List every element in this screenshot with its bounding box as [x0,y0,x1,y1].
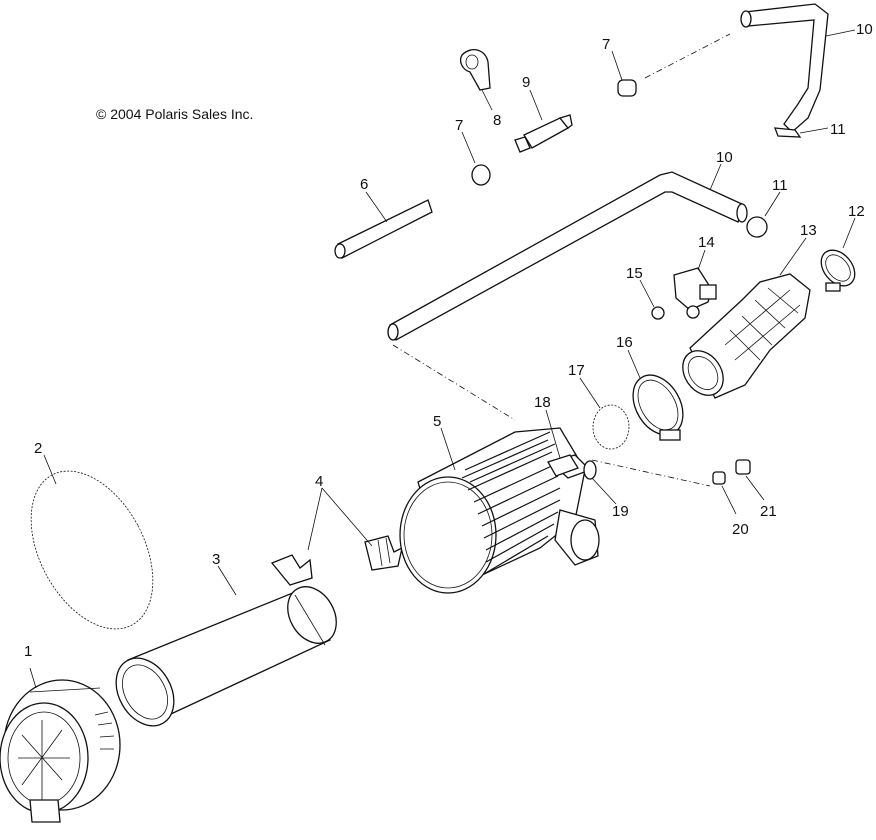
part-16-clamp [632,374,684,441]
callout-7-lower: 7 [455,117,463,134]
part-14-sensor [673,267,717,319]
callout-14: 14 [698,234,715,251]
part-20-plug [712,471,726,485]
part-17-seal [592,404,630,450]
callout-3: 3 [212,551,220,568]
part-1-cover [0,679,121,823]
part-10-vent-hose-long [387,171,748,341]
callout-6: 6 [360,176,368,193]
copyright-text: © 2004 Polaris Sales Inc. [96,106,253,122]
callout-18: 18 [534,394,551,411]
callout-21: 21 [760,503,777,520]
part-10-vent-hose-upper [740,3,829,133]
part-6-tube [334,199,433,259]
part-7-clamp-upper [617,79,637,97]
callout-19: 19 [612,503,629,520]
callout-4: 4 [315,473,323,490]
callout-13: 13 [800,222,817,239]
callout-11-upper: 11 [830,121,846,138]
callout-10-lower: 10 [716,149,733,166]
part-19-grommet [583,460,597,480]
callout-7-upper: 7 [602,36,610,53]
callout-15: 15 [626,265,643,282]
callout-11-lower: 11 [772,177,788,194]
part-4-clips [270,535,403,586]
callout-labels: 1 2 3 4 5 6 7 7 8 9 10 10 11 11 12 13 14… [24,21,873,660]
part-18-fitting [547,454,579,477]
callout-1: 1 [24,643,32,660]
part-2-gasket [30,470,154,630]
part-9-valve [514,114,573,153]
part-12-clamp [820,249,856,292]
part-3-filter-element [115,586,337,727]
part-11-cap [746,216,768,238]
callout-8: 8 [493,112,501,129]
part-5-air-box [399,427,600,594]
callout-17: 17 [568,362,585,379]
callout-12: 12 [848,203,865,220]
callout-20: 20 [732,521,749,538]
part-13-intake-boot [682,273,811,399]
callout-9: 9 [522,74,530,91]
callout-16: 16 [616,334,633,351]
part-7-clamp-lower [471,164,491,186]
part-15-screw [651,306,665,320]
part-8-bracket [459,49,491,91]
callout-5: 5 [433,413,441,430]
callout-2: 2 [34,440,42,457]
callout-10-upper: 10 [856,21,873,38]
leader-lines [29,29,856,689]
part-21-plug [735,459,751,475]
part-11-clip-upper [774,127,802,138]
